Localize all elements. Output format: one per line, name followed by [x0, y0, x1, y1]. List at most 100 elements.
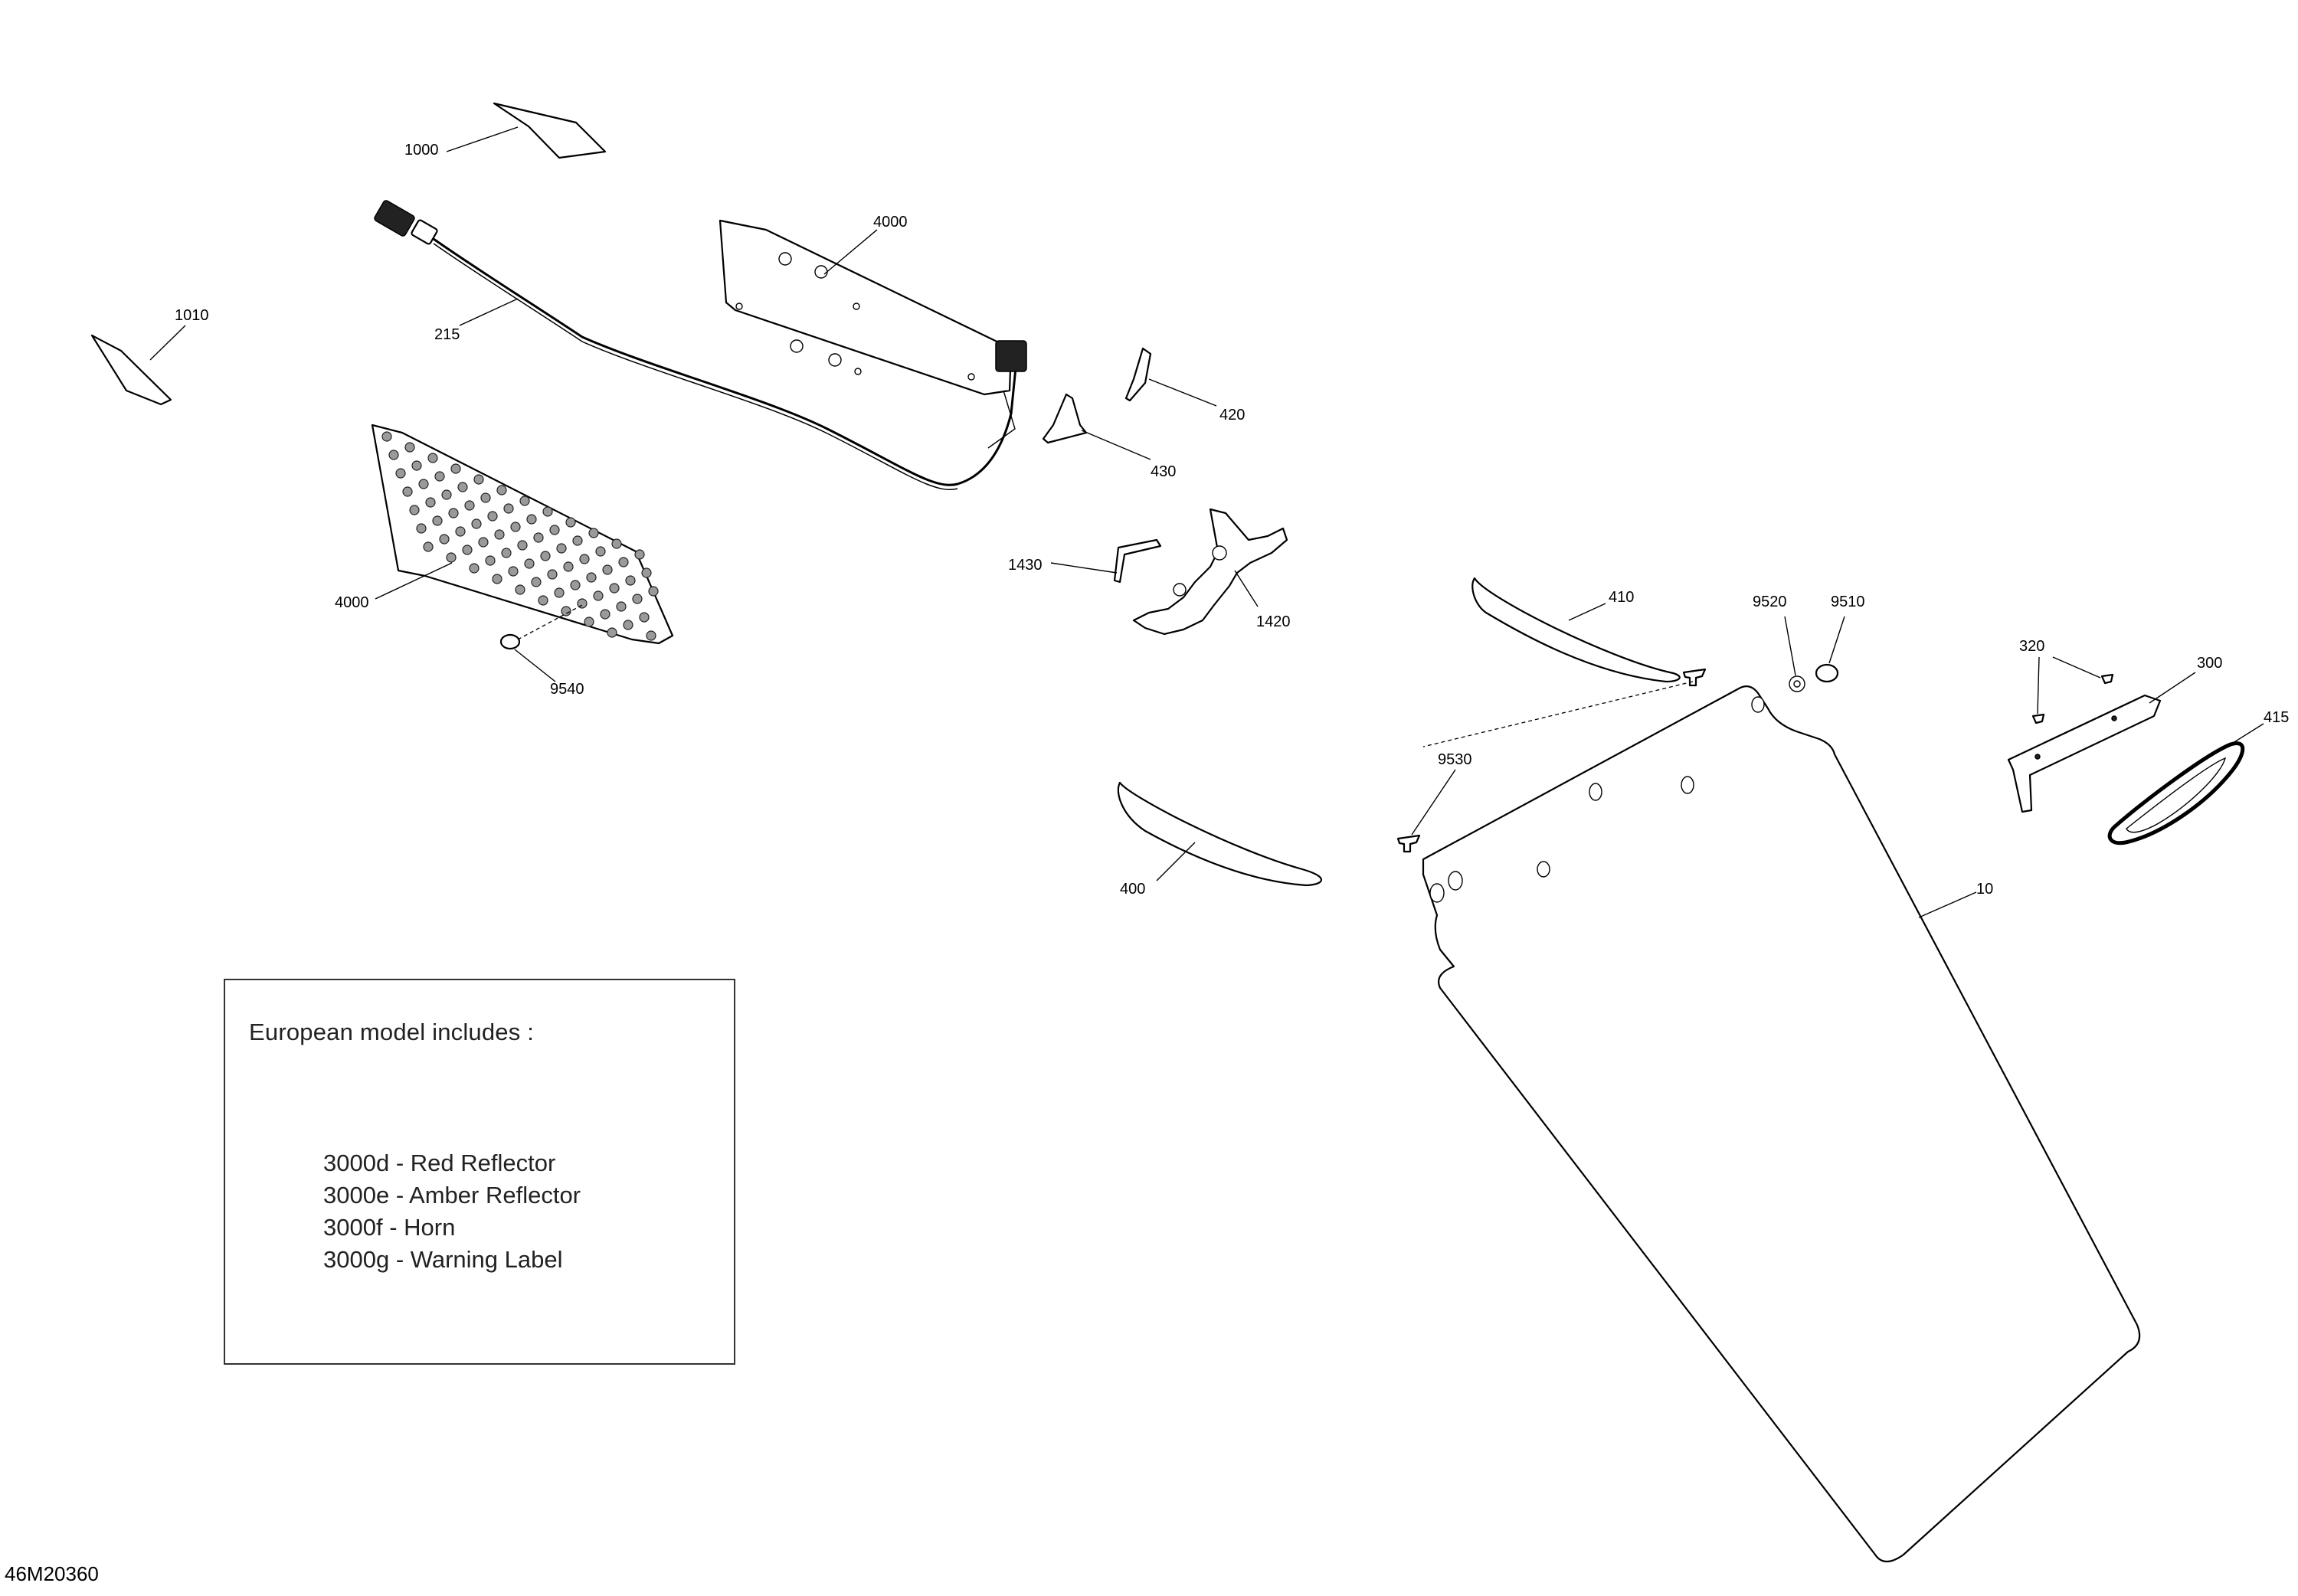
callout-215: 215 [434, 326, 460, 343]
led-dot [648, 586, 659, 597]
rod-1430: 1430 [1008, 538, 1162, 584]
note-title: European model includes : [249, 1019, 535, 1045]
led-dot [441, 489, 452, 500]
led-dot [427, 453, 438, 463]
led-array [381, 431, 659, 641]
led-dot [572, 535, 583, 546]
callout-4000-lower: 4000 [335, 594, 369, 611]
callout-300: 300 [2197, 655, 2222, 672]
led-dot [471, 518, 482, 529]
led-dot [485, 555, 496, 566]
led-dot [494, 529, 505, 540]
led-dot [404, 442, 415, 453]
callout-400: 400 [1120, 881, 1145, 898]
led-dot [478, 537, 489, 548]
figure-id: 46M20360 [5, 1562, 99, 1585]
led-dot [565, 517, 576, 528]
callout-1430: 1430 [1008, 557, 1043, 574]
led-dot [524, 558, 535, 569]
led-dot [496, 485, 507, 495]
led-dot [556, 543, 567, 554]
led-dot [618, 557, 629, 567]
light-module-4000-upper: 4000 [719, 214, 1027, 449]
led-dot [593, 590, 604, 601]
led-lamp-4000-lower: 4000 [335, 424, 674, 645]
note-item: 3000g - Warning Label [323, 1246, 563, 1273]
led-dot [563, 561, 574, 572]
led-dot [588, 528, 599, 538]
led-dot [586, 572, 597, 583]
callout-9530: 9530 [1438, 751, 1472, 768]
screw-9540: 9540 [499, 604, 584, 698]
led-dot [487, 511, 498, 522]
led-dot [600, 609, 611, 620]
led-dot [423, 541, 434, 552]
led-dot [542, 506, 553, 517]
led-dot [501, 548, 512, 558]
led-dot [519, 495, 530, 506]
callout-10: 10 [1976, 881, 1993, 898]
led-dot [625, 575, 636, 586]
bolt-320: 320 [2019, 638, 2114, 724]
bracket-300: 300 [2007, 655, 2222, 813]
label-1000: 1000 [404, 102, 607, 159]
led-dot [533, 532, 544, 543]
led-dot [646, 630, 656, 641]
led-dot [616, 601, 627, 612]
led-dot [450, 463, 461, 474]
callout-410: 410 [1609, 589, 1634, 606]
led-dot [434, 471, 445, 482]
led-dot [446, 552, 457, 563]
led-dot [554, 587, 565, 598]
led-dot [561, 606, 571, 616]
fastener-9520: 9520 [1753, 594, 1805, 692]
note-item: 3000d - Red Reflector [323, 1150, 556, 1176]
callout-9540: 9540 [550, 681, 584, 698]
led-dot [641, 567, 652, 578]
reflector-410: 410 [1471, 577, 1681, 683]
led-dot [388, 450, 399, 460]
reflector-400: 400 [1117, 781, 1322, 898]
fastener-9510: 9510 [1815, 594, 1865, 683]
bracket-1420: 1420 [1132, 508, 1291, 636]
led-dot [632, 594, 643, 604]
led-dot [425, 497, 436, 508]
note-item: 3000f - Horn [323, 1214, 456, 1241]
wiring-harness-215: 215 [374, 200, 1019, 490]
callout-1000: 1000 [404, 142, 439, 159]
led-dot [595, 546, 606, 557]
led-dot [464, 500, 475, 511]
led-dot [531, 577, 542, 587]
led-dot [402, 486, 413, 497]
callout-1010: 1010 [175, 307, 209, 324]
fastener-9530: 9530 [1396, 668, 1707, 853]
callout-420: 420 [1219, 407, 1245, 424]
callout-9510: 9510 [1831, 594, 1865, 610]
led-dot [469, 563, 480, 574]
callout-415: 415 [2264, 709, 2289, 726]
led-dot [602, 564, 613, 575]
reflector-430: 430 [1042, 393, 1176, 480]
callout-430: 430 [1151, 463, 1176, 480]
mud-flap-10: 10 [1422, 685, 2141, 1563]
led-dot [480, 492, 491, 503]
led-dot [409, 505, 420, 515]
note-item: 3000e - Amber Reflector [323, 1182, 581, 1208]
led-dot [526, 514, 537, 525]
led-dot [457, 482, 468, 492]
note-list: 3000d - Red Reflector 3000e - Amber Refl… [323, 1147, 581, 1276]
led-dot [411, 460, 422, 471]
led-dot [418, 479, 429, 489]
european-model-note: European model includes : 3000d - Red Re… [224, 979, 735, 1365]
led-dot [611, 538, 622, 549]
led-dot [473, 474, 484, 485]
callout-1420: 1420 [1256, 613, 1291, 630]
led-dot [584, 616, 594, 627]
led-dot [547, 569, 558, 580]
led-dot [439, 534, 450, 545]
led-dot [448, 508, 459, 518]
led-dot [416, 523, 427, 534]
led-dot [607, 627, 617, 638]
led-dot [639, 612, 650, 623]
led-dot [579, 554, 590, 564]
